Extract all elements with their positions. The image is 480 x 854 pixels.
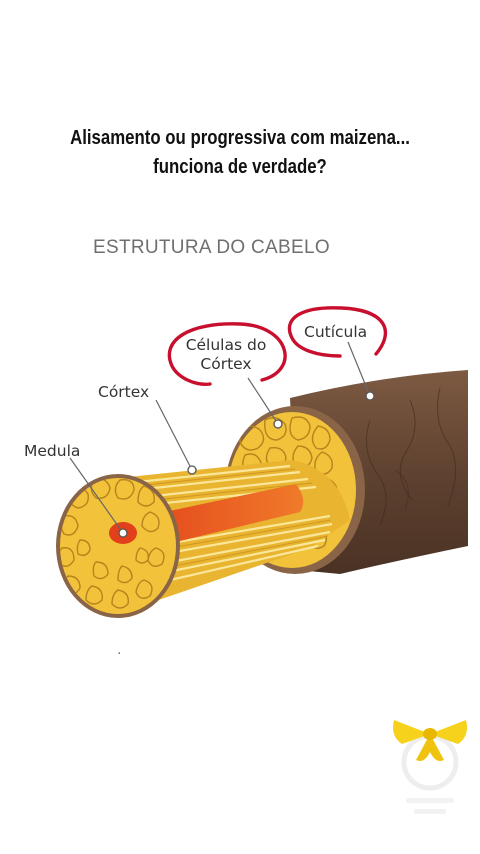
leader-lines — [69, 341, 371, 534]
front-cross-section — [56, 474, 180, 618]
medula-leader — [69, 457, 124, 534]
stray-mark: · — [117, 646, 122, 662]
diagram-title: ESTRUTURA DO CABELO — [93, 237, 330, 258]
celulas-leader — [247, 377, 279, 425]
headline-line-1: Alisamento ou progressiva com maizena... — [70, 127, 410, 149]
label-medula: Medula — [24, 442, 81, 460]
label-cortex: Córtex — [98, 383, 150, 401]
cuticula-leader — [347, 341, 371, 397]
celulas-marker — [273, 419, 283, 429]
headline-line-2: funciona de verdade? — [153, 156, 327, 178]
cortex-marker — [187, 465, 197, 475]
yellow-bow-logo-icon — [393, 720, 467, 814]
label-celulas-line-2: Córtex — [200, 355, 252, 373]
label-cuticula: Cutícula — [304, 323, 368, 341]
label-celulas-do-cortex: Células do Córtex — [176, 336, 276, 374]
celulas-highlight-ring — [167, 322, 287, 386]
medula-marker — [118, 528, 128, 538]
cuticula-highlight-ring — [287, 306, 388, 358]
label-celulas-line-1: Células do — [185, 336, 267, 354]
highlight-rings — [167, 306, 388, 386]
headline: Alisamento ou progressiva com maizena...… — [38, 124, 441, 182]
watermark-logo — [388, 712, 472, 827]
cuticula-marker — [365, 391, 375, 401]
cortex-leader — [155, 399, 193, 471]
